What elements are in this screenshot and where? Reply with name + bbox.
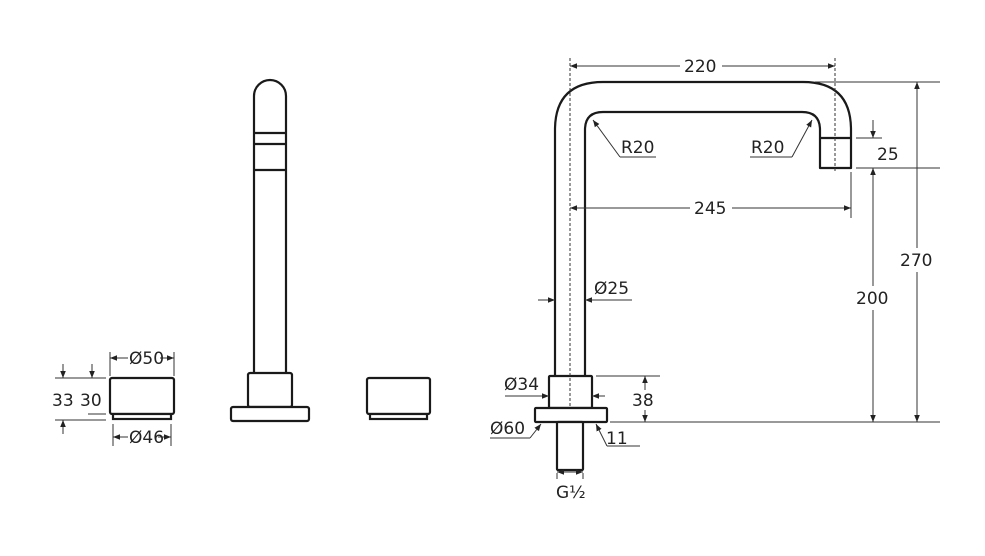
dim-height-total: 270	[900, 251, 932, 271]
dim-height-outlet: 200	[856, 289, 888, 309]
spout-side-view	[229, 78, 311, 423]
dim-flange-diameter: Ø60	[490, 419, 525, 439]
dim-reach-centre: 220	[684, 57, 716, 77]
dim-body-height: 30	[80, 391, 102, 411]
dim-total-height: 33	[52, 391, 74, 411]
dim-top-diameter: Ø50	[129, 349, 164, 369]
dim-radius-right: R20	[751, 138, 784, 158]
dim-radius-left: R20	[621, 138, 654, 158]
right-handle	[365, 376, 432, 421]
dim-flange-thickness: 11	[606, 429, 628, 449]
dim-reach-total: 245	[694, 199, 726, 219]
left-handle: Ø50 Ø46 33 30	[52, 349, 176, 448]
dim-thread: G½	[556, 483, 586, 503]
dim-tube-diameter: Ø25	[594, 279, 629, 299]
dim-collar-height: 38	[632, 391, 654, 411]
spout-front-view: 220 245 R20 R20 25 270 200 Ø25 Ø34 38 Ø6…	[490, 57, 940, 503]
dim-collar-diameter: Ø34	[504, 375, 539, 395]
dim-outlet: 25	[877, 145, 899, 165]
dim-bottom-diameter: Ø46	[129, 428, 164, 448]
